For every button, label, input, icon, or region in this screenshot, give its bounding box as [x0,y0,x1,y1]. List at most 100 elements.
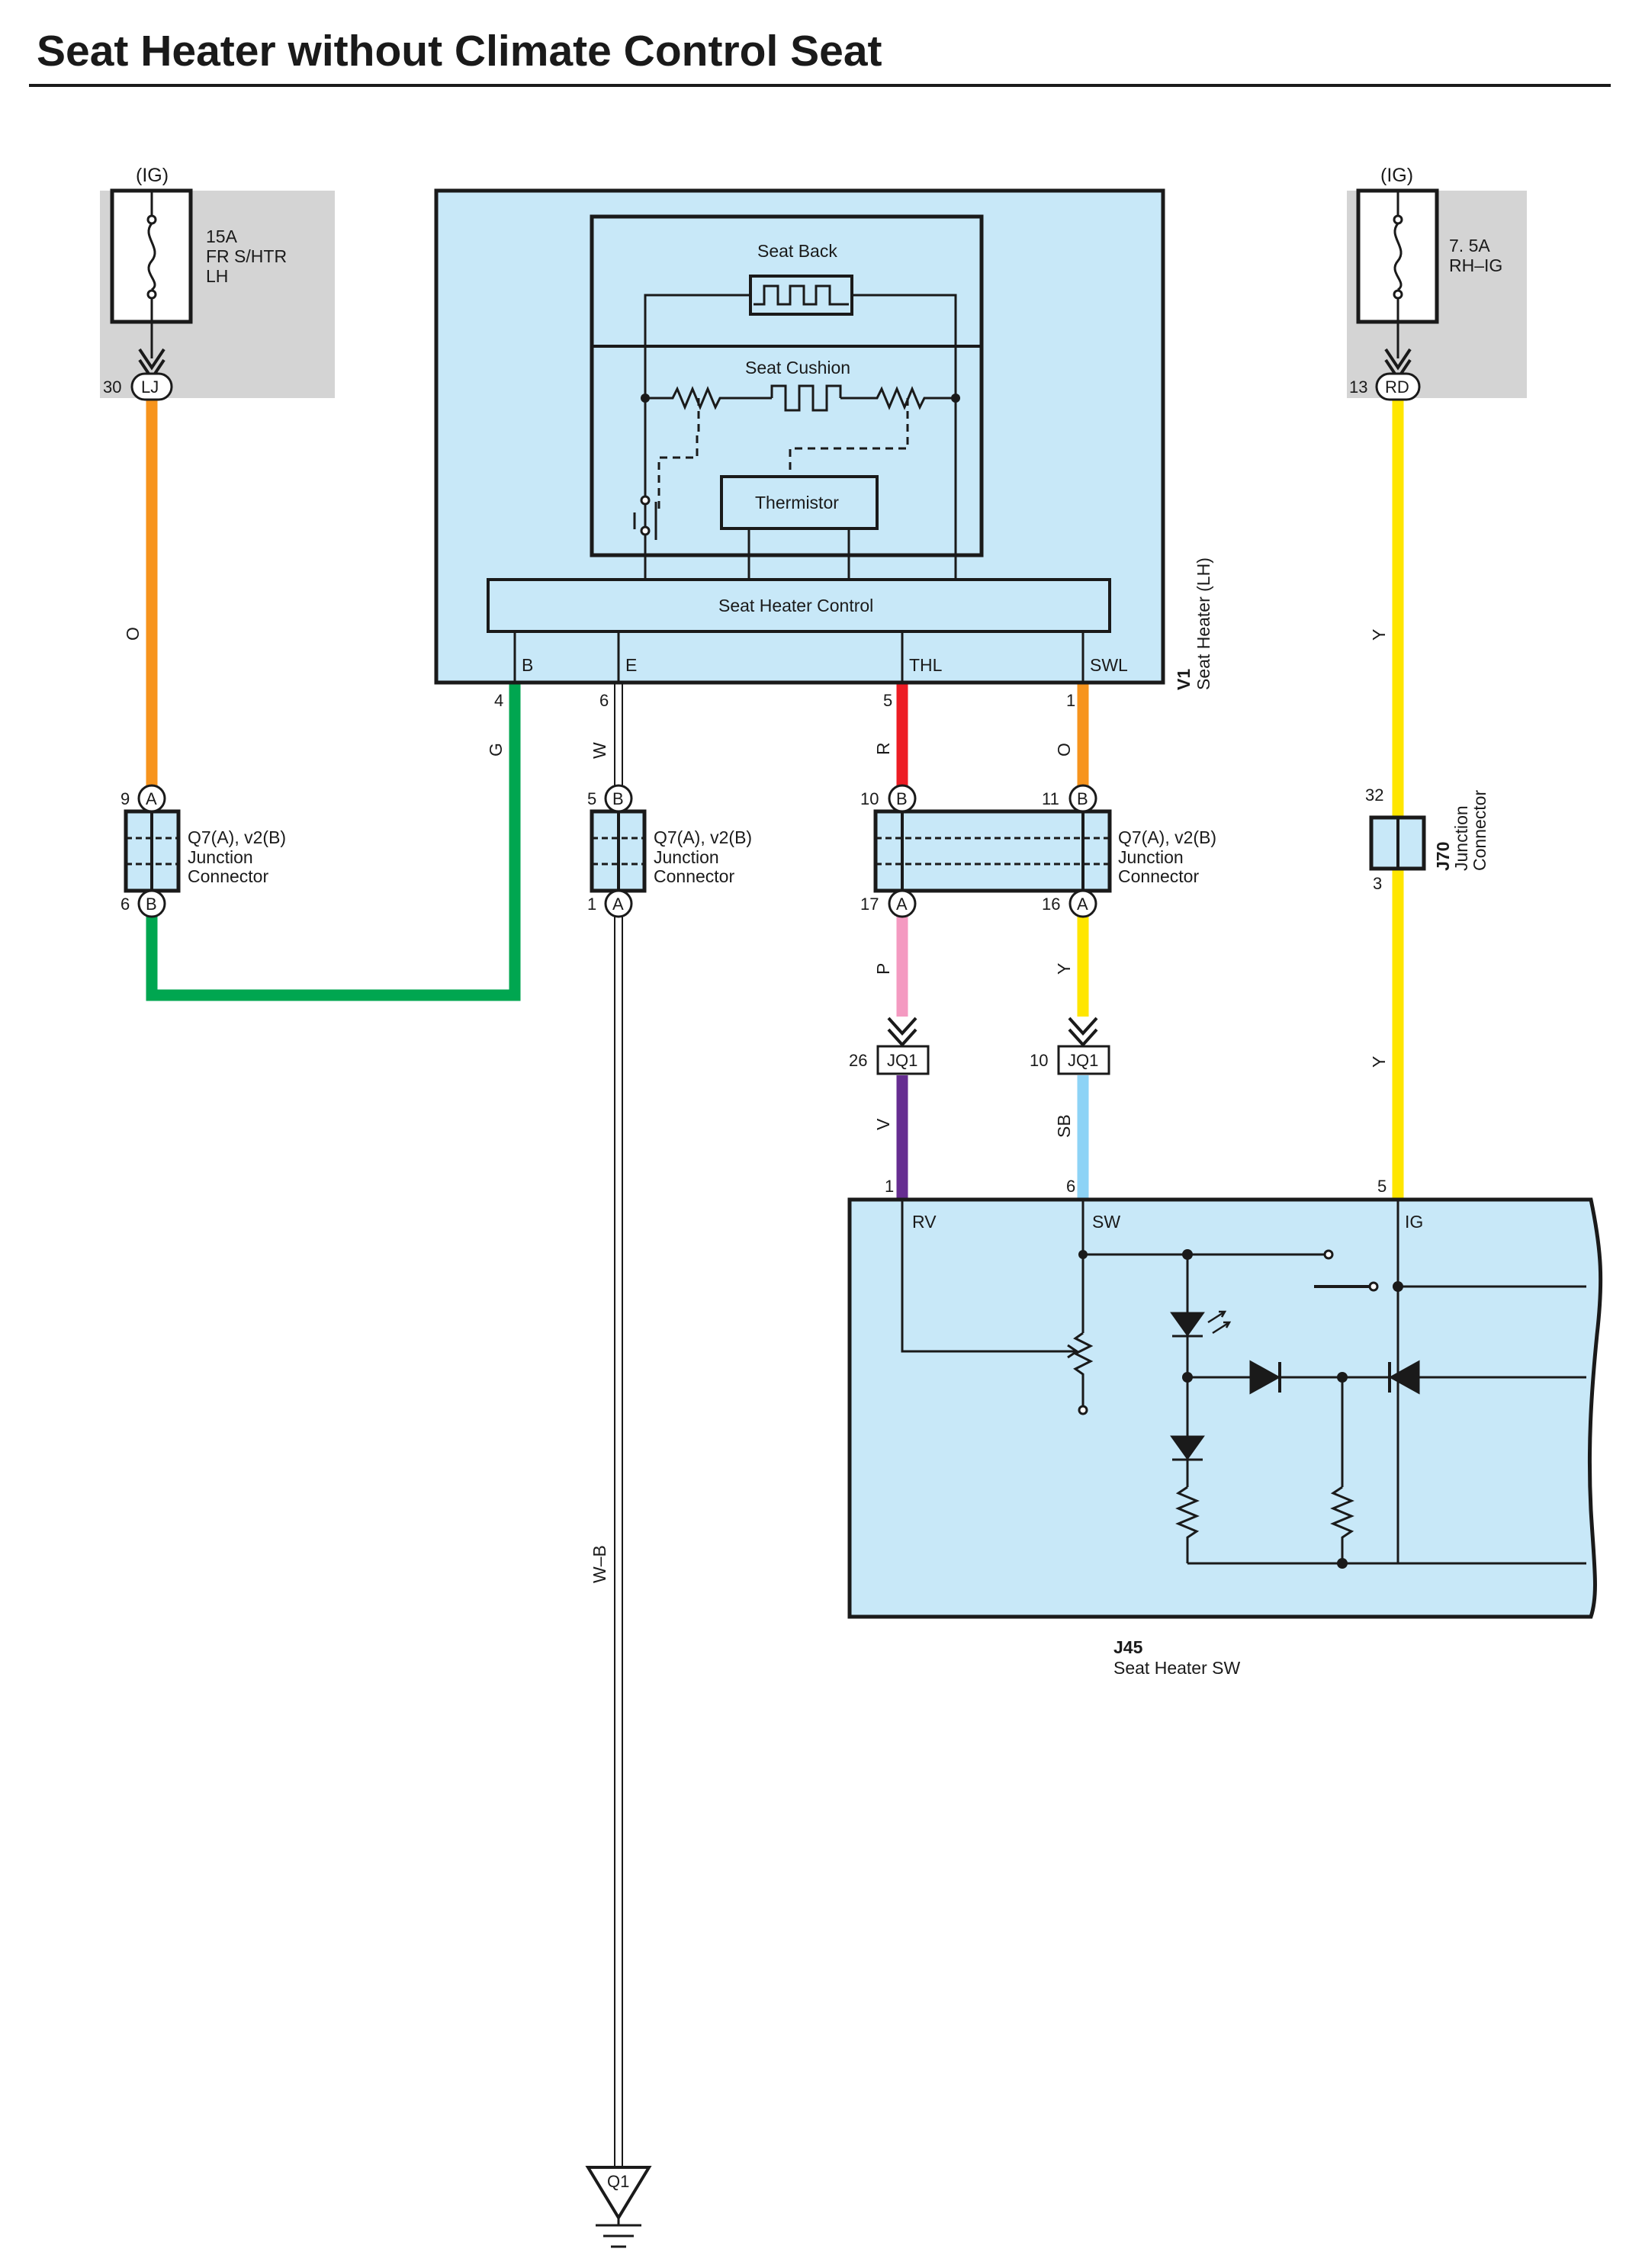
j70-pin-top: 32 [1365,785,1383,805]
jq1-connector-left: JQ1 26 [849,1017,930,1075]
wire-label-y-right: Y [1369,629,1389,641]
connector-arrow-icon [1068,1017,1098,1047]
fuse-icon [147,223,156,291]
wire-label-v: V [873,1118,893,1130]
jc3-pin-top-r: 11 [1042,789,1059,808]
jq1-left-label: JQ1 [887,1051,917,1070]
jc2-desc-1: Junction [654,847,719,867]
fuse-right-pin: 13 [1349,377,1367,397]
wire-label-o-swl: O [1054,743,1074,757]
seat-heater-component: Seat Back Seat Cushion Thermistor Seat H… [434,188,1213,710]
sw-pin-sw: 6 [1066,1177,1075,1196]
jc1-desc-1: Junction [188,847,253,867]
connector-arrow-icon [887,1017,917,1047]
diode-icon [1249,1360,1281,1395]
jc2-name: Q7(A), v2(B) [654,827,752,847]
resistor-icon [1175,1486,1200,1563]
wire-label-wb: W–B [590,1545,609,1583]
wire-label-sb: SB [1054,1114,1074,1138]
resistor-icon [1330,1486,1354,1563]
resistor-icon [840,386,956,410]
j70-desc-1: Junction [1451,805,1471,871]
junction-connector-2: B A 5 1 Q7(A), v2(B) Junction Connector [587,784,752,918]
terminal-thl: THL [909,655,943,675]
wire-label-w: W [590,742,609,759]
jc3-pin-top-l: 10 [860,789,879,808]
terminal-swl: SWL [1090,655,1128,675]
thermistor-label: Thermistor [755,493,839,512]
pin-thl: 5 [883,691,892,710]
fuse-left-name-1: FR S/HTR [206,246,287,266]
fuse-right-connector: RD [1385,377,1409,397]
wire-label-o-left: O [123,627,143,641]
fuse-left-name-2: LH [206,266,228,286]
fuse-right-rating: 7. 5A [1449,236,1490,255]
wire-label-p: P [873,963,893,975]
seat-heater-name: Seat Heater (LH) [1194,557,1213,690]
jc3-pin-bot-r: 16 [1042,895,1060,914]
fuse-left-pin: 30 [103,377,121,397]
seat-heater-code: V1 [1174,669,1194,690]
jc3-pin-bot-l: 17 [860,895,879,914]
sw-name: Seat Heater SW [1113,1658,1240,1678]
jc2-pin-bot: 1 [587,895,596,914]
jc3-desc-1: Junction [1118,847,1184,867]
sw-pin-rv: 1 [885,1177,894,1196]
junction-connector-j70: 32 3 J70 Junction Connector [1365,785,1489,893]
arrow-icon [1066,1344,1079,1359]
ground-icon [596,2218,641,2248]
fuse-right-supply: (IG) [1380,165,1413,186]
jc1-name: Q7(A), v2(B) [188,827,286,847]
jc1-pin-top: 9 [120,789,130,808]
fuse-left-connector: LJ [141,377,159,397]
jq1-connector-right: JQ1 10 [1030,1017,1110,1075]
thermistor-box [720,475,879,530]
resistor-icon [645,386,772,410]
jq1-right-pin: 10 [1030,1051,1048,1070]
wire-green [146,683,521,1001]
jc3-side-top-l: B [896,789,908,808]
jc2-side-bot: A [612,895,624,914]
jc1-desc-2: Connector [188,866,268,886]
jc3-side-bot-r: A [1077,895,1088,914]
fuse-left-block: (IG) 15A FR S/HTR LH LJ 30 [100,165,335,401]
jc3-side-top-r: B [1077,789,1088,808]
fuse-icon [1393,223,1403,291]
page-title: Seat Heater without Climate Control Seat [37,27,882,75]
seat-back-label: Seat Back [757,241,837,261]
sw-terminal-rv: RV [912,1212,937,1232]
ground-label: Q1 [607,2172,629,2191]
sw-terminal-sw: SW [1092,1212,1120,1232]
sw-pin-ig: 5 [1377,1177,1387,1196]
seat-cushion-label: Seat Cushion [745,358,850,377]
wire-label-g: G [486,743,506,757]
sw-terminal-ig: IG [1405,1212,1423,1232]
jc2-pin-top: 5 [587,789,596,808]
junction-connector-3: B B A A 10 11 17 16 Q7(A), v2(B) Junctio… [860,784,1216,918]
light-ray-icon [1207,1310,1232,1335]
terminal-e: E [625,655,637,675]
heater-element-icon [770,384,842,412]
fuse-right-block: (IG) 7. 5A RH–IG RD 13 [1347,165,1527,401]
terminal-b: B [522,655,533,675]
fuse-left-supply: (IG) [136,165,169,186]
seat-heater-control-label: Seat Heater Control [718,596,873,615]
jq1-right-label: JQ1 [1068,1051,1098,1070]
junction-connector-1: A B 9 6 Q7(A), v2(B) Junction Connector [120,784,286,918]
diode-icon [1388,1360,1420,1395]
jc1-side-top: A [146,789,157,808]
fuse-left-rating: 15A [206,226,238,246]
seat-heater-control-box [487,578,1111,633]
wire-label-y-mid: Y [1054,963,1074,975]
sw-code: J45 [1113,1637,1143,1657]
seat-heater-switch-component: 1 6 5 RV SW IG [847,1177,1603,1678]
pin-b: 4 [494,691,503,710]
heater-element-icon [749,275,853,316]
jc2-desc-2: Connector [654,866,734,886]
jc3-name: Q7(A), v2(B) [1118,827,1216,847]
jc1-pin-bot: 6 [120,895,130,914]
pin-e: 6 [599,691,609,710]
j70-code: J70 [1433,842,1453,871]
pin-swl: 1 [1066,691,1075,710]
wire-label-y-right2: Y [1369,1056,1389,1068]
